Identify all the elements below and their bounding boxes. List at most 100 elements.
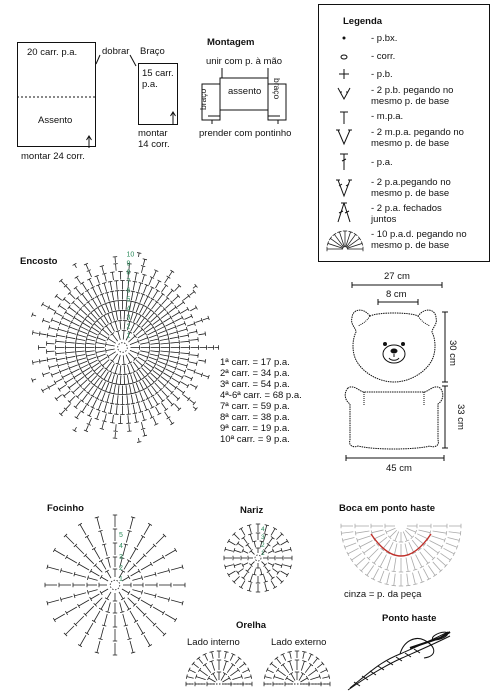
stitch-symbol	[263, 674, 272, 679]
stitch-symbol	[123, 582, 132, 588]
stitch-symbol	[94, 274, 100, 284]
stitch-symbol	[120, 385, 125, 395]
stitch-symbol	[99, 588, 109, 596]
stitch-symbol	[134, 272, 139, 281]
stitch-symbol	[52, 547, 65, 557]
stitch-symbol	[224, 650, 229, 659]
stitch-symbol	[183, 394, 191, 402]
stitch-symbol	[155, 279, 162, 289]
stitch-symbol	[95, 306, 103, 316]
stitch-symbol	[75, 353, 86, 359]
stitch-symbol	[159, 353, 170, 359]
stitch-symbol	[152, 554, 165, 564]
stitch-symbol	[130, 311, 136, 321]
stitch-symbol	[126, 375, 132, 385]
stitch-symbol	[128, 352, 137, 361]
stitch-symbol	[99, 574, 109, 582]
stitch-symbol	[129, 640, 136, 654]
stitch-symbol	[170, 350, 180, 355]
double-dc-icon	[336, 179, 352, 198]
stitch-symbol	[75, 349, 85, 355]
stitch-symbol	[241, 572, 248, 580]
stitch-symbol	[70, 319, 80, 327]
mouth-note: cinza = p. da peça	[344, 589, 422, 600]
stitch-symbol	[189, 399, 196, 406]
stitch-symbol	[164, 411, 171, 420]
stitch-symbol	[115, 290, 120, 300]
stitch-symbol	[320, 667, 329, 674]
stitch-symbol	[133, 361, 141, 371]
stitch-symbol	[58, 409, 66, 417]
stitch-symbol	[149, 336, 160, 342]
stitch-symbol	[147, 310, 157, 320]
stitch-symbol	[113, 310, 119, 320]
stitch-symbol	[126, 529, 132, 543]
stitch-symbol	[125, 354, 133, 365]
assembly-title: Montagem	[207, 37, 255, 48]
stitch-symbol	[164, 275, 171, 284]
stitch-symbol	[184, 313, 193, 320]
stitch-symbol	[103, 302, 110, 313]
stitch-symbol	[118, 415, 123, 424]
stitch-symbol	[186, 321, 196, 327]
stitch-symbol	[298, 672, 306, 681]
stitch-symbol	[72, 372, 82, 380]
arm-label: Braço	[140, 46, 165, 57]
stitch-symbol	[126, 405, 131, 415]
back-row-8: 8ª carr. = 38 p.a.	[220, 412, 290, 423]
stitch-symbol	[392, 531, 400, 542]
stitch-symbol	[216, 650, 222, 658]
stitch-symbol	[80, 292, 88, 302]
stitch-symbol	[136, 314, 144, 324]
stitch-symbol	[195, 674, 206, 681]
stitch-symbol	[89, 568, 100, 577]
stitch-symbol	[101, 613, 108, 627]
stitch-symbol	[100, 327, 110, 336]
row-number: 5	[127, 297, 131, 304]
stitch-symbol	[114, 280, 119, 290]
stitch-symbol	[140, 265, 146, 273]
stitch-symbol	[77, 360, 88, 367]
stitch-symbol	[115, 330, 121, 340]
stitch-symbol	[255, 584, 261, 593]
stitch-symbol	[77, 328, 88, 335]
stitch-symbol	[78, 379, 88, 388]
stitch-symbol	[104, 342, 115, 347]
stitch-symbol	[98, 600, 107, 611]
stitch-symbol	[73, 543, 85, 555]
stitch-symbol	[222, 660, 229, 671]
stitch-symbol	[31, 378, 37, 383]
back-row-3: 3ª carr. = 54 p.a.	[220, 379, 290, 390]
stitch-symbol	[95, 379, 103, 389]
back-row-9: 9ª carr. = 19 p.a.	[220, 423, 290, 434]
ear-inner-chart	[185, 650, 253, 687]
stitch-symbol	[207, 675, 216, 683]
stitch-symbol	[156, 324, 166, 331]
stitch-symbol	[124, 300, 130, 310]
stitch-symbol	[246, 524, 252, 533]
stitch-symbol	[86, 356, 97, 363]
double-sc-icon	[337, 87, 351, 101]
row-number: 4	[127, 306, 131, 313]
stitch-symbol	[85, 353, 96, 359]
stitch-symbol	[95, 367, 104, 377]
stitch-symbol	[326, 246, 343, 252]
stitch-symbol	[57, 362, 67, 369]
stitch-symbol	[126, 280, 131, 290]
stitch-symbol	[154, 320, 164, 328]
stitch-symbol	[121, 329, 127, 340]
stitch-symbol	[230, 667, 241, 677]
stitch-symbol	[110, 353, 118, 363]
stitch-symbol	[67, 395, 76, 404]
stitch-symbol	[104, 348, 115, 353]
stitch-symbol	[94, 295, 102, 305]
oval-icon	[340, 54, 348, 60]
stitch-symbol	[73, 571, 87, 578]
stitch-symbol	[346, 236, 362, 249]
stitch-symbol	[125, 330, 133, 341]
stitch-symbol	[385, 542, 394, 555]
stitch-symbol	[143, 390, 151, 400]
stitch-symbol	[98, 582, 107, 588]
stitch-symbol	[104, 324, 112, 334]
